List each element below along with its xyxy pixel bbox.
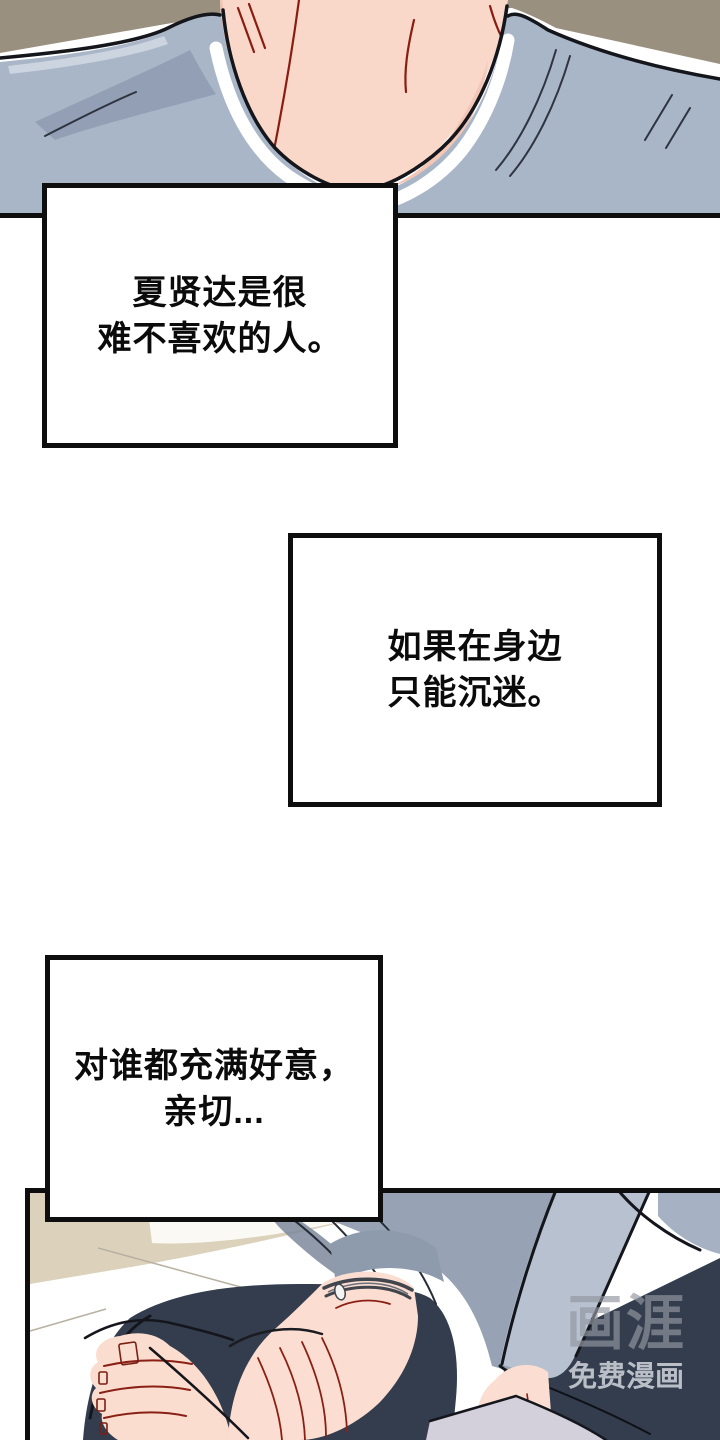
cushion-lavender [426,1396,606,1440]
caption-text-line: 难不喜欢的人。 [97,319,343,358]
foot-top-outline [148,1346,250,1440]
panel-border-left [25,1188,30,1440]
caption-text-line: 夏贤达是很 [132,273,308,312]
caption-text-line: 对谁都充满好意， [74,1046,354,1085]
shin-outline [83,1318,235,1342]
cardigan-edge-line [616,1188,702,1252]
caption-text-line: 只能沉迷。 [387,674,563,712]
toe-lines [99,1359,193,1419]
wall [0,0,720,64]
caption-box-3: 对谁都充满好意， 亲切... [45,955,383,1222]
shirt-fold-lines [44,49,691,177]
cardigan-right-corner [658,1188,720,1254]
caption-box-1: 夏贤达是很 难不喜欢的人。 [42,183,398,448]
bracelet [322,1277,414,1301]
cushion-outline [428,1394,608,1440]
hand-left [228,1271,418,1440]
bracelet-charm [333,1283,347,1301]
caption-box-2: 如果在身边 只能沉迷。 [288,533,662,807]
caption-text-line: 如果在身边 [387,628,563,666]
hand-left-lines [257,1299,391,1440]
knuckle-outline [228,1327,324,1348]
neck-skin [222,0,508,192]
caption-text-line: 亲切... [163,1092,265,1131]
bottom-panel-illustration [0,1188,720,1440]
toe-nails [96,1341,139,1435]
shoulder-highlight [8,36,168,74]
sleeve-cuff [330,1230,444,1284]
